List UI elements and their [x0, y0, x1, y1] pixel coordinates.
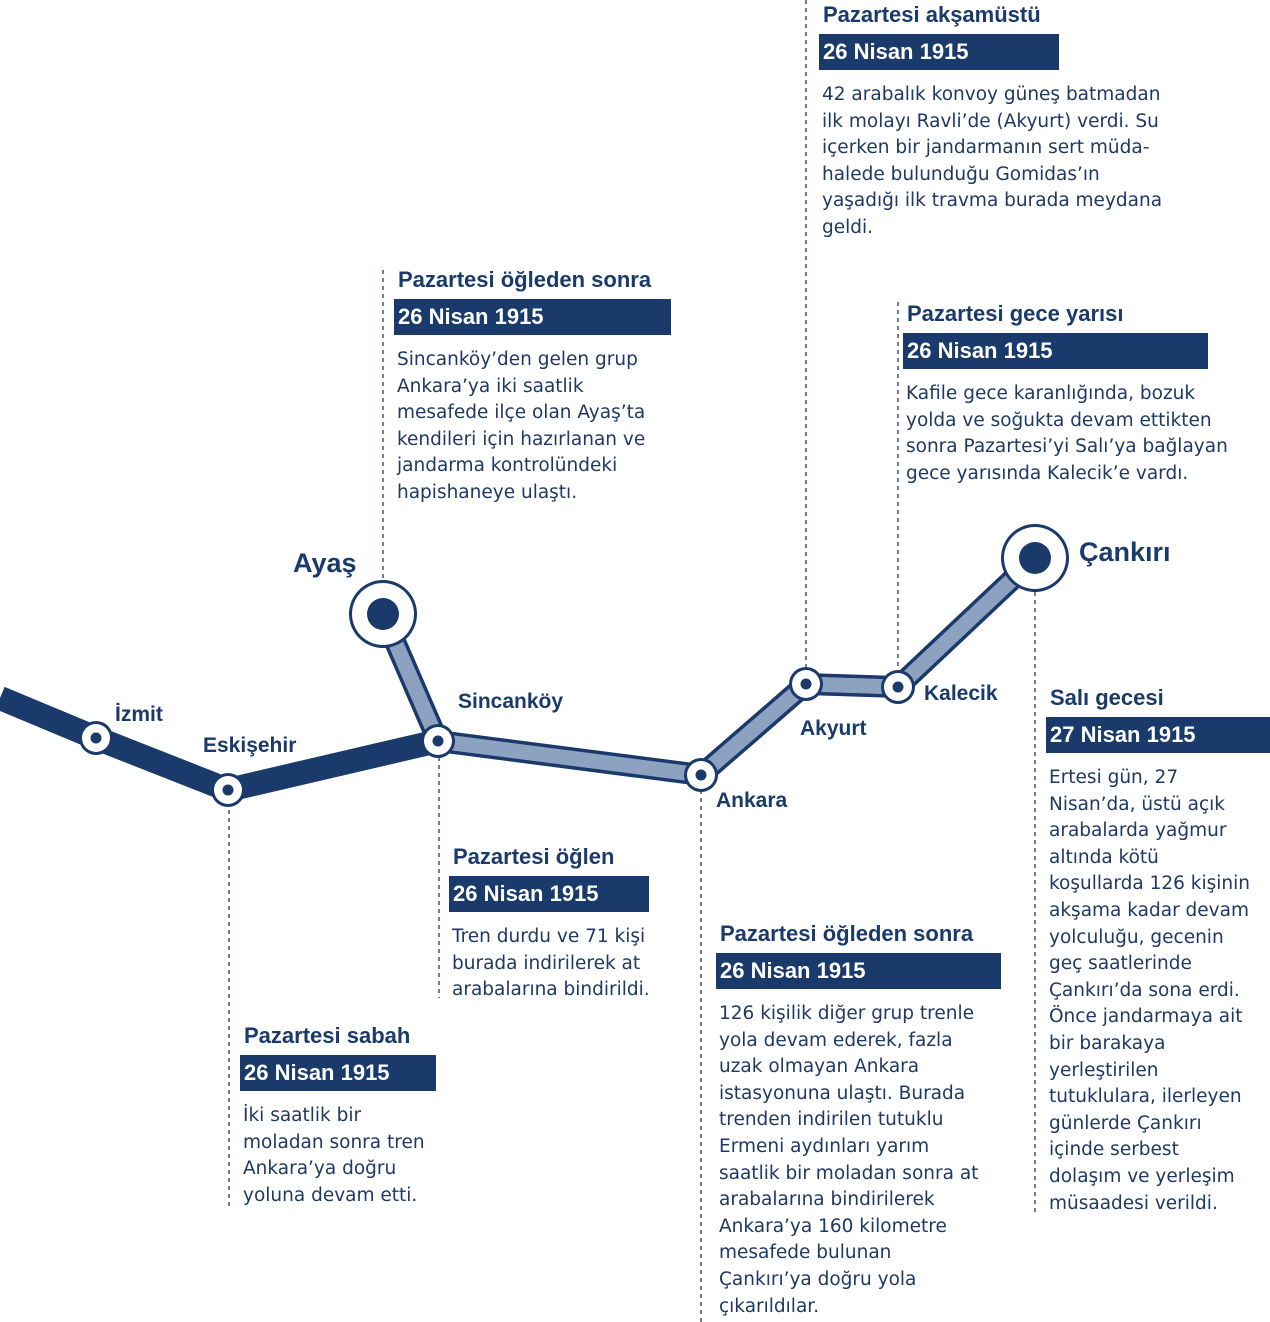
- station-label-eskisehir: Eskişehir: [203, 734, 297, 757]
- note-title: Pazartesi sabah: [244, 1023, 411, 1048]
- note-date: 26 Nisan 1915: [819, 34, 1059, 70]
- station-label-izmit: İzmit: [115, 703, 163, 726]
- note-text: Kafile gece karanlığında, bozuk yolda ve…: [906, 383, 1228, 484]
- note-text: 126 kişilik diğer grup trenle yola devam…: [719, 1003, 979, 1317]
- note-date: 27 Nisan 1915: [1046, 717, 1270, 753]
- leader-lines: [228, 0, 1036, 1322]
- note-date: 26 Nisan 1915: [449, 876, 649, 912]
- destination-marker-ayas[interactable]: [349, 580, 417, 648]
- station-label-sincankoy: Sincanköy: [458, 690, 564, 713]
- note-date: 26 Nisan 1915: [240, 1055, 436, 1091]
- train-route: [0, 686, 441, 803]
- stop-marker-sincankoy[interactable]: [421, 724, 455, 758]
- note-title: Pazartesi akşamüstü: [823, 2, 1041, 27]
- stop-marker-akyurt[interactable]: [789, 667, 823, 701]
- note-title: Pazartesi öğleden sonra: [398, 267, 652, 292]
- note-title: Pazartesi öğleden sonra: [720, 921, 974, 946]
- station-label-ankara: Ankara: [716, 789, 788, 812]
- stop-marker-izmit[interactable]: [79, 721, 113, 755]
- note-eskisehir: Pazartesi sabah 26 Nisan 1915 İki saatli…: [240, 1023, 470, 1209]
- station-label-akyurt: Akyurt: [800, 717, 867, 740]
- note-date: 26 Nisan 1915: [716, 953, 1001, 989]
- note-sincankoy: Pazartesi öğlen 26 Nisan 1915 Tren durdu…: [449, 844, 679, 1004]
- note-title: Salı gecesi: [1050, 685, 1164, 710]
- note-text: Tren durdu ve 71 kişi burada indirilerek…: [452, 926, 650, 1001]
- station-label-ayas: Ayaş: [293, 548, 357, 578]
- station-label-cankiri: Çankırı: [1079, 537, 1171, 567]
- note-cankiri: Salı gecesi 27 Nisan 1915 Ertesi gün, 27…: [1046, 685, 1270, 1217]
- note-date: 26 Nisan 1915: [394, 299, 671, 335]
- destination-marker-cankiri[interactable]: [1001, 524, 1069, 592]
- note-text: İki saatlik bir moladan sonra tren Ankar…: [243, 1105, 425, 1206]
- wagon-routes: [372, 549, 1043, 786]
- station-label-kalecik: Kalecik: [924, 682, 998, 705]
- note-title: Pazartesi gece yarısı: [907, 301, 1124, 326]
- note-kalecik: Pazartesi gece yarısı 26 Nisan 1915 Kafi…: [903, 301, 1263, 487]
- note-title: Pazartesi öğlen: [453, 844, 615, 869]
- note-text: 42 arabalık konvoy güneş batmadan ilk mo…: [822, 84, 1163, 238]
- note-ankara: Pazartesi öğleden sonra 26 Nisan 1915 12…: [716, 921, 1016, 1320]
- stop-marker-ankara[interactable]: [684, 758, 718, 792]
- note-akyurt: Pazartesi akşamüstü 26 Nisan 1915 42 ara…: [819, 2, 1179, 242]
- stop-marker-kalecik[interactable]: [881, 670, 915, 704]
- stop-marker-eskisehir[interactable]: [211, 773, 245, 807]
- note-ayas: Pazartesi öğleden sonra 26 Nisan 1915 Si…: [394, 267, 684, 507]
- note-text: Sincanköy’den gelen grup Ankara’ya iki s…: [397, 349, 646, 503]
- note-text: Ertesi gün, 27 Nisan’da, üstü açık araba…: [1049, 767, 1251, 1214]
- note-date: 26 Nisan 1915: [903, 333, 1208, 369]
